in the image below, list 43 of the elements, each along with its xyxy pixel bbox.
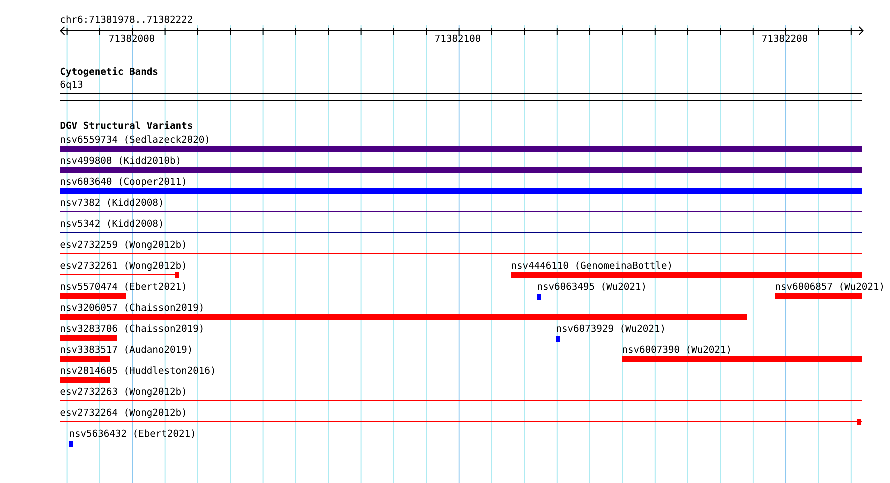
variant-bar bbox=[511, 272, 862, 278]
variant-label: nsv6006857 (Wu2021) bbox=[776, 282, 884, 292]
variant-label: nsv2814605 (Huddleston2016) bbox=[61, 366, 214, 376]
variant-label: nsv3383517 (Audano2019) bbox=[61, 346, 192, 354]
location-label: chr6:71381978..71382222 bbox=[61, 16, 192, 24]
variant-bar bbox=[622, 356, 862, 362]
variant-bar bbox=[537, 294, 542, 300]
variant-bar bbox=[60, 188, 862, 194]
variant-bar bbox=[69, 441, 74, 447]
variant-bar bbox=[60, 419, 862, 425]
variant-label: nsv6063495 (Wu2021) bbox=[538, 282, 646, 292]
track-title: DGV Structural Variants bbox=[60, 121, 192, 130]
variant-label: nsv3283706 (Chaisson2019) bbox=[61, 324, 203, 334]
variant-label: nsv3206057 (Chaisson2019) bbox=[61, 304, 203, 312]
variant-label: nsv6559734 (Sedlazeck2020) bbox=[61, 136, 208, 144]
band-label: 6q13 bbox=[60, 80, 83, 90]
variant-bar bbox=[60, 293, 126, 299]
variant-bar bbox=[556, 336, 560, 342]
tick-label: 71382100 bbox=[436, 34, 480, 42]
variant-label: esv2732263 (Wong2012b) bbox=[60, 388, 186, 398]
variant-bar bbox=[775, 293, 862, 299]
variant-bar bbox=[60, 167, 862, 173]
variant-bar bbox=[60, 314, 748, 320]
variant-label: nsv6073929 (Wu2021) bbox=[557, 324, 664, 334]
variant-bar bbox=[60, 335, 118, 341]
variant-bar bbox=[60, 356, 110, 362]
variant-label: nsv603640 (Cooper2011) bbox=[61, 178, 186, 187]
variant-label: esv2732261 (Wong2012b) bbox=[60, 262, 186, 272]
tick-label: 71382000 bbox=[110, 34, 154, 42]
variant-label: nsv499808 (Kidd2010b) bbox=[61, 156, 180, 166]
variant-label: esv2732259 (Wong2012b) bbox=[60, 240, 186, 250]
variant-label: nsv5342 (Kidd2008) bbox=[61, 220, 162, 228]
tick-label: 71382200 bbox=[762, 34, 808, 42]
variant-label: nsv4446110 (GenomeinaBottle) bbox=[512, 262, 672, 270]
variant-bar bbox=[60, 272, 179, 278]
variant-label: esv2732264 (Wong2012b) bbox=[60, 408, 186, 418]
variant-label: nsv6007390 (Wu2021) bbox=[623, 346, 730, 354]
variant-label: nsv5636432 (Ebert2021) bbox=[70, 430, 194, 438]
variant-bar bbox=[60, 377, 110, 383]
track-title: Cytogenetic Bands bbox=[60, 67, 158, 77]
variant-label: nsv5570474 (Ebert2021) bbox=[61, 282, 186, 292]
variant-label: nsv7382 (Kidd2008) bbox=[61, 198, 162, 208]
variant-bar bbox=[60, 146, 862, 152]
